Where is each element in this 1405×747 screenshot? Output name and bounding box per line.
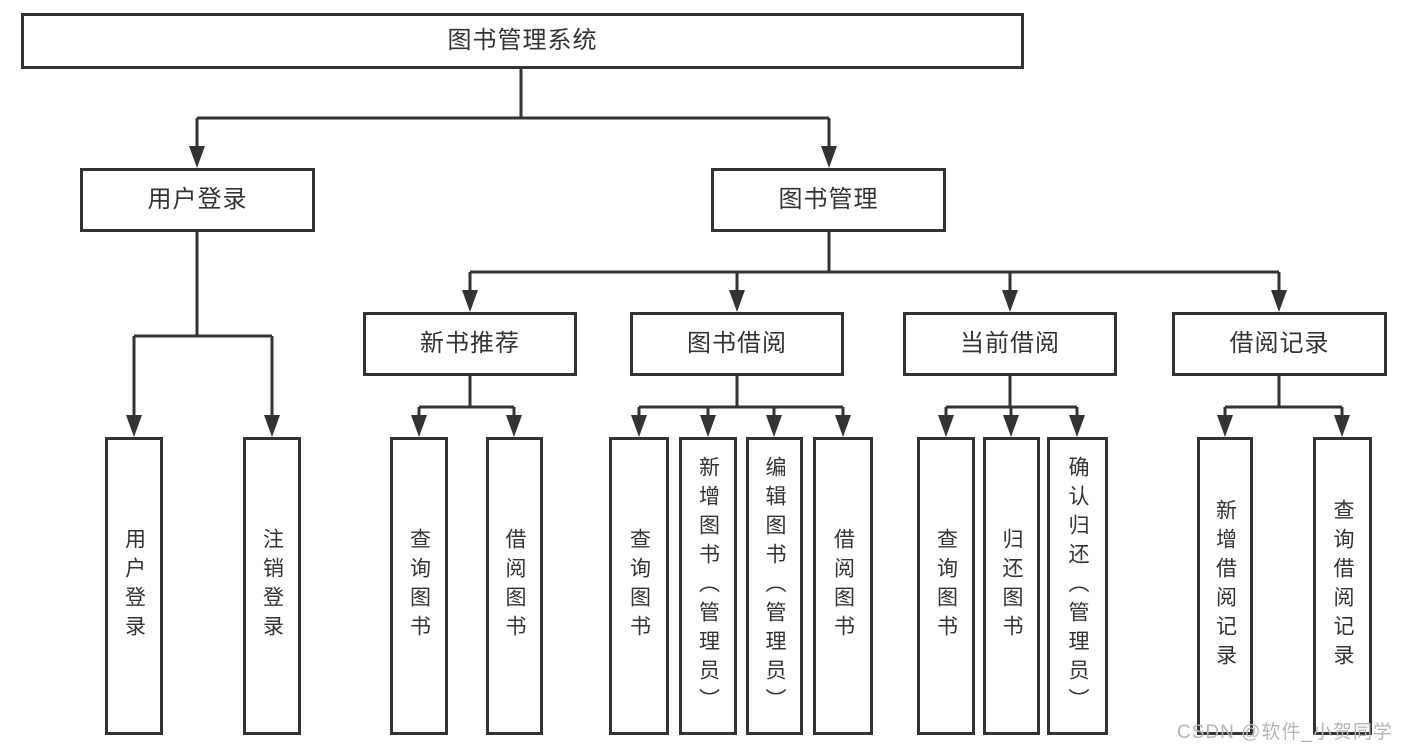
node-book-borrowing: 图书借阅 bbox=[630, 312, 844, 376]
csdn-watermark: CSDN @软件_小贺同学 bbox=[1177, 722, 1393, 743]
arrowhead bbox=[462, 290, 478, 312]
leaf-borrow-books-recommend: 借阅图书 bbox=[486, 437, 543, 735]
arrowhead bbox=[821, 146, 837, 168]
node-current-borrowing: 当前借阅 bbox=[903, 312, 1117, 376]
arrowhead bbox=[1003, 415, 1019, 437]
arrowhead bbox=[1002, 290, 1018, 312]
leaf-query-books-borrow: 查询图书 bbox=[609, 437, 669, 735]
arrowhead bbox=[411, 415, 427, 437]
arrowhead bbox=[506, 415, 522, 437]
leaf-return-books: 归还图书 bbox=[983, 437, 1040, 735]
connector-current-borrow-children bbox=[944, 376, 1079, 419]
leaf-confirm-return-admin: 确认归还（管理员） bbox=[1047, 437, 1108, 735]
leaf-borrow-books-borrow: 借阅图书 bbox=[813, 437, 873, 735]
node-book-management: 图书管理 bbox=[711, 168, 946, 232]
connector-book-borrow-children bbox=[637, 376, 845, 419]
node-user-login: 用户登录 bbox=[80, 168, 315, 232]
leaf-query-books-current: 查询图书 bbox=[917, 437, 975, 735]
leaf-add-borrow-record: 新增借阅记录 bbox=[1197, 437, 1253, 735]
arrowhead bbox=[938, 415, 954, 437]
connector-borrow-records-children bbox=[1223, 376, 1344, 419]
arrowhead bbox=[189, 146, 205, 168]
leaf-user-login: 用户登录 bbox=[105, 437, 163, 735]
arrowhead bbox=[1334, 415, 1350, 437]
arrowhead bbox=[264, 415, 280, 437]
leaf-query-books-recommend: 查询图书 bbox=[390, 437, 448, 735]
arrowhead bbox=[1069, 415, 1085, 437]
arrowhead bbox=[729, 290, 745, 312]
leaf-edit-book-admin: 编辑图书（管理员） bbox=[746, 437, 803, 735]
arrowhead bbox=[1271, 290, 1287, 312]
arrowhead bbox=[1217, 415, 1233, 437]
leaf-add-book-admin: 新增图书（管理员） bbox=[679, 437, 737, 735]
connector-book-management-children bbox=[468, 232, 1281, 294]
arrowhead bbox=[631, 415, 647, 437]
node-borrowing-records: 借阅记录 bbox=[1172, 312, 1387, 376]
node-root: 图书管理系统 bbox=[21, 13, 1024, 69]
connector-new-book-children bbox=[417, 376, 516, 419]
arrowhead bbox=[835, 415, 851, 437]
arrowhead bbox=[126, 415, 142, 437]
arrowhead bbox=[766, 415, 782, 437]
arrowhead bbox=[700, 415, 716, 437]
connector-user-login-children bbox=[132, 232, 274, 419]
leaf-query-borrow-record: 查询借阅记录 bbox=[1313, 437, 1372, 735]
node-new-book-recommendation: 新书推荐 bbox=[363, 312, 577, 376]
leaf-logout: 注销登录 bbox=[243, 437, 301, 735]
connector-root-to-level2 bbox=[195, 68, 831, 150]
